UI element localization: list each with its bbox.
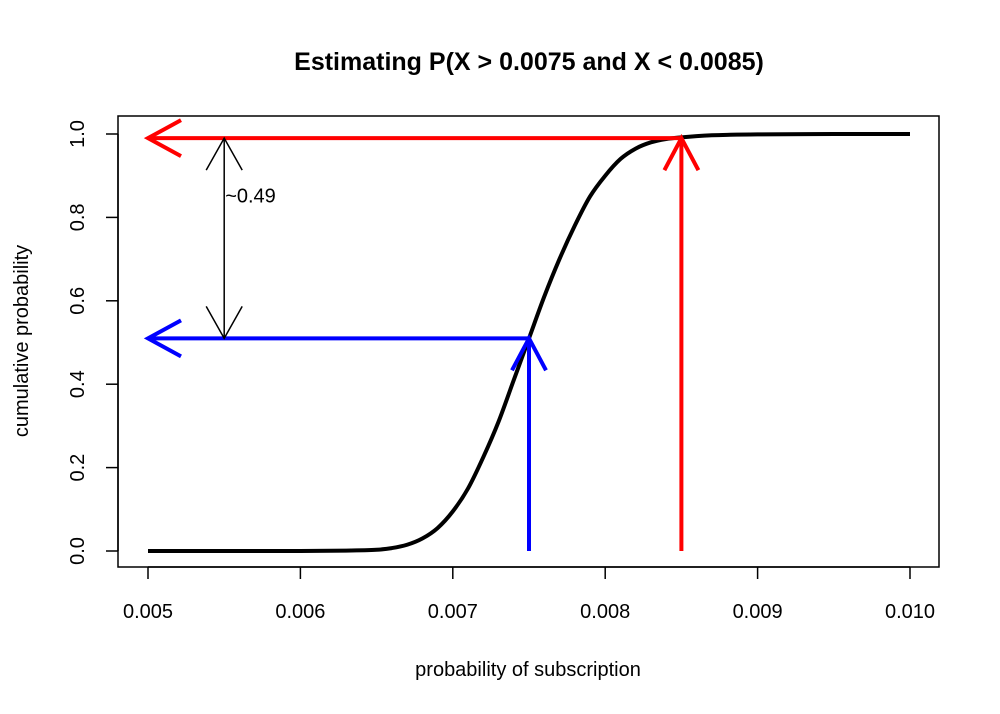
y-axis: 0.0 0.2 0.4 0.6 0.8 1.0 bbox=[67, 120, 119, 565]
y-tick-label: 0.8 bbox=[67, 203, 89, 231]
difference-arrowhead-bottom bbox=[205, 305, 243, 340]
plot-area bbox=[148, 131, 911, 554]
x-tick-label: 0.010 bbox=[885, 601, 935, 623]
red-horizontal-arrowhead bbox=[143, 118, 182, 158]
x-tick-label: 0.009 bbox=[733, 601, 783, 623]
difference-arrowhead-top bbox=[205, 136, 243, 171]
x-tick-label: 0.007 bbox=[428, 601, 478, 623]
difference-label: ~0.49 bbox=[225, 185, 276, 207]
cdf-curve bbox=[148, 131, 911, 554]
x-axis: 0.005 0.006 0.007 0.008 0.009 0.010 bbox=[123, 566, 935, 623]
y-tick-label: 0.0 bbox=[67, 537, 89, 565]
x-tick-label: 0.005 bbox=[123, 601, 173, 623]
chart-title: Estimating P(X > 0.0075 and X < 0.0085) bbox=[294, 48, 764, 76]
y-tick-label: 0.6 bbox=[67, 287, 89, 315]
y-axis-label: cumulative probability bbox=[11, 245, 33, 437]
y-tick-label: 1.0 bbox=[67, 120, 89, 148]
y-tick-label: 0.2 bbox=[67, 454, 89, 482]
x-tick-label: 0.006 bbox=[275, 601, 325, 623]
y-tick-label: 0.4 bbox=[67, 370, 89, 398]
x-axis-label: probability of subscription bbox=[415, 659, 641, 681]
annotations: ~0.49 bbox=[143, 118, 701, 551]
blue-horizontal-arrowhead bbox=[143, 318, 182, 359]
x-tick-label: 0.008 bbox=[580, 601, 630, 623]
